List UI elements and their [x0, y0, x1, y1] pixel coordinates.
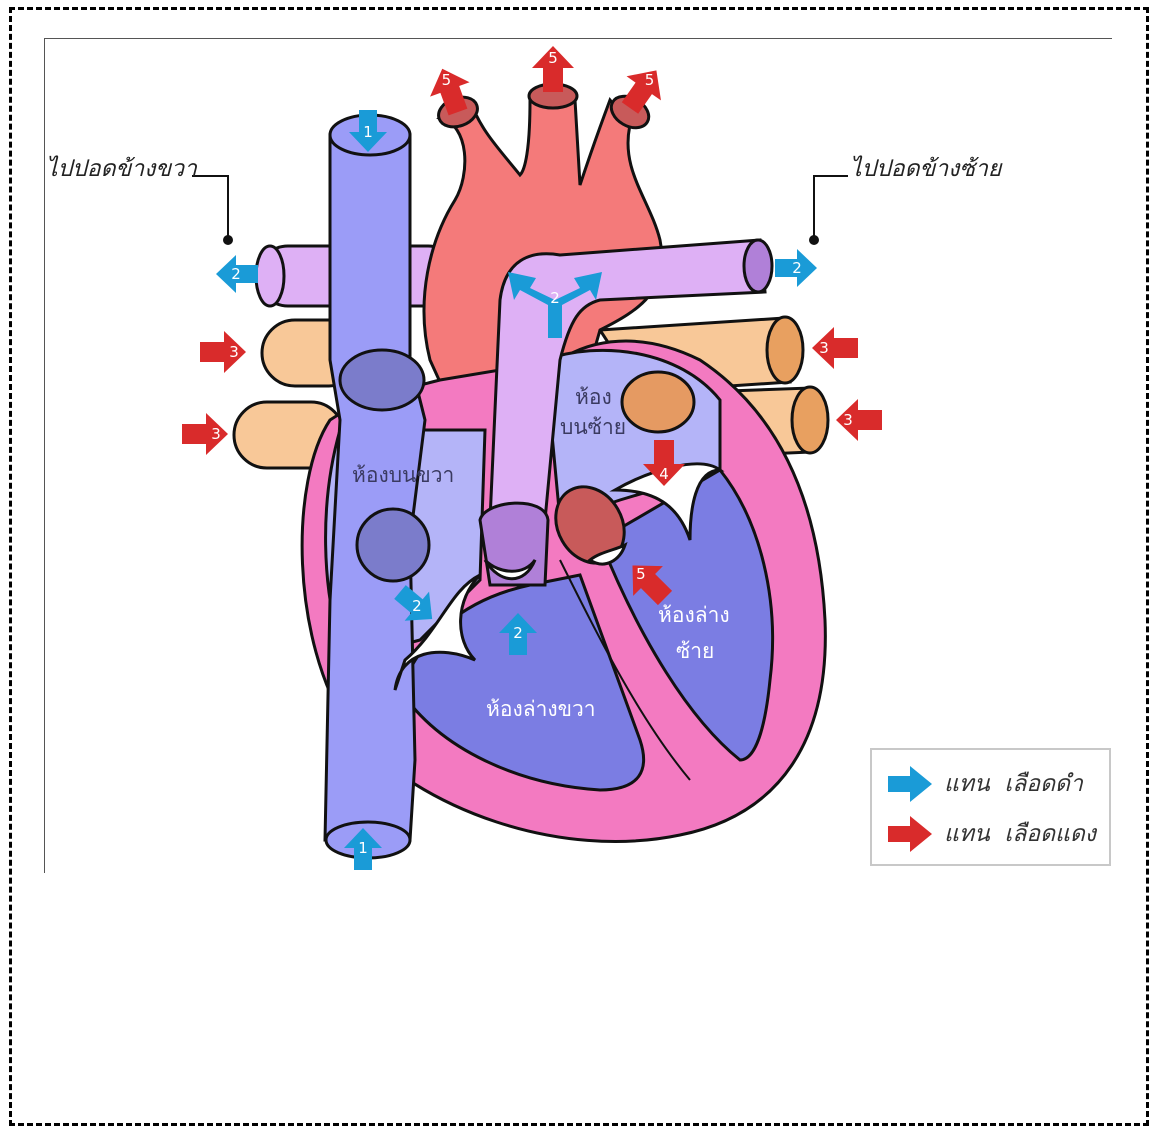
blue-arrow-icon [888, 766, 932, 802]
label-left-atrium-1: ห้อง [575, 385, 612, 409]
arrow-3-left-lower: 3 [836, 399, 882, 441]
svg-text:2: 2 [792, 259, 802, 277]
label-to-left-lung: ไปปอดข้างซ้าย [850, 155, 1003, 182]
legend-red: แทน เลือดแดง [888, 814, 1108, 854]
legend-blue-text: แทน เลือดดำ [944, 766, 1083, 802]
legend-red-text: แทน เลือดแดง [944, 816, 1096, 852]
svg-text:2: 2 [513, 624, 523, 642]
svg-text:3: 3 [843, 411, 853, 429]
svg-text:2: 2 [550, 289, 560, 307]
label-right-ventricle: ห้องล่างขวา [486, 697, 596, 721]
svg-text:5: 5 [645, 71, 655, 89]
arrow-2-right-lung: 2 [216, 255, 258, 293]
svg-text:3: 3 [229, 343, 239, 361]
legend-blue: แทน เลือดดำ [888, 764, 1108, 804]
svg-text:4: 4 [659, 465, 669, 483]
leader-right-lung [192, 176, 233, 245]
label-to-right-lung: ไปปอดข้างขวา [46, 155, 198, 182]
arrow-3-left-upper: 3 [812, 327, 858, 369]
label-left-atrium-2: บนซ้าย [560, 415, 626, 439]
arrow-3-right-lower: 3 [182, 413, 228, 455]
label-right-atrium: ห้องบนขวา [352, 463, 454, 487]
svg-text:5: 5 [442, 71, 452, 89]
label-left-ventricle-2: ซ้าย [676, 639, 714, 663]
svg-text:5: 5 [548, 49, 558, 67]
svg-text:2: 2 [231, 265, 241, 283]
svg-text:3: 3 [819, 339, 829, 357]
svg-text:1: 1 [358, 839, 368, 857]
svg-text:3: 3 [211, 425, 221, 443]
label-left-ventricle-1: ห้องล่าง [658, 603, 730, 627]
legend: แทน เลือดดำ แทน เลือดแดง [870, 748, 1111, 866]
svg-text:1: 1 [363, 123, 373, 141]
arrow-3-right-upper: 3 [200, 331, 246, 373]
svg-text:5: 5 [636, 565, 646, 583]
leader-left-lung [809, 176, 848, 245]
svg-text:2: 2 [412, 597, 422, 615]
arrow-2-left-lung: 2 [775, 249, 817, 287]
red-arrow-icon [888, 816, 932, 852]
